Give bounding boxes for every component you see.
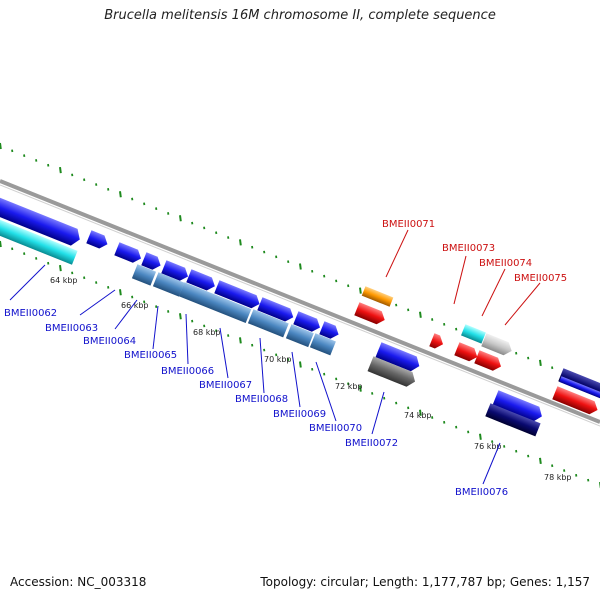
tick-mark: [299, 361, 302, 368]
gene-label[interactable]: BMEII0069: [273, 409, 326, 420]
tick-mark: [419, 311, 422, 318]
gene-feature-reverse[interactable]: [429, 333, 445, 350]
tick-mark: [179, 215, 182, 222]
tick-mark: [479, 433, 482, 440]
gene-label[interactable]: BMEII0062: [4, 308, 57, 319]
gene-label[interactable]: BMEII0071: [382, 219, 435, 230]
tick-mark: [0, 240, 2, 248]
gene-feature-reverse[interactable]: [474, 350, 503, 373]
gene-feature-light[interactable]: [481, 333, 514, 357]
gene-label[interactable]: BMEII0068: [235, 394, 288, 405]
gene-feature-forward[interactable]: [141, 252, 163, 272]
gene-feature-forward[interactable]: [86, 230, 110, 250]
gene-label[interactable]: BMEII0073: [442, 243, 495, 254]
operon-band: [131, 264, 336, 356]
gene-feature-forward[interactable]: [257, 297, 296, 323]
tick-mark: [119, 191, 122, 198]
tick-mark: [239, 337, 242, 344]
gene-label[interactable]: BMEII0065: [124, 350, 177, 361]
tick-mark: [59, 264, 62, 272]
tick-mark: [539, 457, 542, 465]
tick-mark: [539, 359, 542, 367]
gene-feature-cyan[interactable]: [0, 216, 78, 265]
gene-label[interactable]: BMEII0072: [345, 438, 398, 449]
gene-feature-orange[interactable]: [361, 286, 394, 307]
kbp-label: 74 kbp: [404, 411, 432, 420]
gene-label[interactable]: BMEII0075: [514, 273, 567, 284]
tick-mark: [59, 166, 62, 174]
gene-feature-forward[interactable]: [186, 269, 217, 292]
gene-feature-steel[interactable]: [131, 264, 157, 286]
tick-mark: [119, 289, 122, 296]
gene-feature-forward[interactable]: [293, 311, 322, 334]
gene-feature-forward[interactable]: [0, 194, 83, 248]
kbp-label: 76 kbp: [474, 442, 502, 451]
gene-feature-forward[interactable]: [214, 280, 262, 310]
inner-tick-ring: [0, 240, 600, 489]
gene-feature-gray[interactable]: [367, 356, 419, 389]
kbp-label: 72 kbp: [335, 382, 363, 391]
tick-mark: [239, 239, 242, 246]
gene-label[interactable]: BMEII0063: [45, 323, 98, 334]
tick-mark: [359, 385, 362, 392]
lower-strand-features: [367, 342, 545, 437]
outer-tick-ring: [0, 142, 600, 391]
gene-feature-steel[interactable]: [285, 324, 314, 348]
gene-feature-steel[interactable]: [247, 309, 289, 338]
chromosome-backbone: [0, 179, 600, 427]
gene-label[interactable]: BMEII0064: [83, 336, 136, 347]
gene-feature-navy[interactable]: [485, 403, 541, 437]
gene-feature-steel[interactable]: [178, 282, 252, 324]
tick-mark: [179, 313, 182, 320]
tick-mark: [359, 287, 362, 294]
tick-mark: [299, 263, 302, 270]
tick-mark: [419, 409, 422, 416]
gene-feature-forward[interactable]: [161, 260, 190, 283]
map-title: Brucella melitensis 16M chromosome II, c…: [104, 8, 496, 23]
gene-feature-forward[interactable]: [319, 321, 341, 341]
gene-feature-reverse[interactable]: [552, 386, 600, 416]
gene-feature-steel[interactable]: [309, 333, 336, 356]
gene-label[interactable]: BMEII0070: [309, 423, 362, 434]
gene-labels: BMEII0062 BMEII0063 BMEII0064 BMEII0065 …: [4, 219, 567, 498]
gene-label[interactable]: BMEII0076: [455, 487, 508, 498]
gene-feature-cyan[interactable]: [461, 324, 486, 344]
tick-mark: [0, 142, 2, 150]
kbp-labels: 64 kbp 66 kbp 68 kbp 70 kbp 72 kbp 74 kb…: [50, 276, 572, 482]
topology-text: Topology: circular; Length: 1,177,787 bp…: [260, 575, 590, 589]
gene-label[interactable]: BMEII0074: [479, 258, 532, 269]
kbp-label: 68 kbp: [193, 328, 221, 337]
accession-text: Accession: NC_003318: [10, 575, 147, 589]
gene-feature-forward[interactable]: [114, 242, 143, 265]
gene-label[interactable]: BMEII0066: [161, 366, 214, 377]
kbp-label: 66 kbp: [121, 301, 149, 310]
gene-feature-forward[interactable]: [492, 390, 545, 423]
gene-feature-forward[interactable]: [375, 342, 423, 373]
kbp-label: 64 kbp: [50, 276, 78, 285]
gene-feature-steel[interactable]: [152, 272, 185, 297]
gene-feature-forward[interactable]: [559, 376, 600, 401]
gene-feature-reverse[interactable]: [454, 342, 480, 363]
label-leaders: [9, 229, 541, 485]
kbp-label: 78 kbp: [544, 473, 572, 482]
kbp-label: 70 kbp: [264, 355, 292, 364]
forward-strand-features: [0, 194, 600, 416]
gene-feature-reverse[interactable]: [354, 302, 387, 326]
gene-label[interactable]: BMEII0067: [199, 380, 252, 391]
